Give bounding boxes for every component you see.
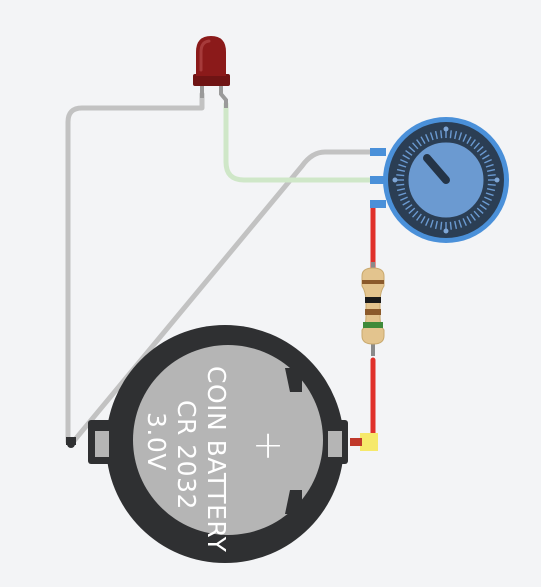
pot-dial-tick: [482, 154, 490, 160]
battery-label: COIN BATTERY CR 2032 3.0V: [142, 366, 231, 553]
resistor[interactable]: [361, 262, 385, 356]
pot-terminal-3[interactable]: [370, 200, 386, 208]
pot-dial-tick: [400, 159, 408, 164]
pot-dial-tick: [434, 220, 438, 230]
pot-dial-tick: [416, 139, 422, 147]
terminal-highlight: [360, 433, 378, 451]
pot-dial-tick: [402, 154, 410, 160]
battery-plus-icon: +: [252, 423, 284, 467]
battery-holder-clip-top: [285, 368, 302, 392]
pot-dial-tick: [454, 220, 458, 230]
resistor-band-2: [365, 297, 381, 303]
battery-holder-clip-bottom: [285, 490, 302, 514]
pot-dial-tick: [440, 221, 443, 230]
pot-screw-left: [392, 177, 398, 183]
pot-dial-tick: [429, 219, 434, 228]
pot-dial-tick: [449, 221, 452, 230]
pot-dial-tick: [420, 216, 426, 224]
pot-dial-tick: [396, 183, 405, 186]
pot-dial-tick: [429, 132, 434, 141]
pot-dial-ticks: [396, 130, 496, 230]
pot-dial-tick: [458, 132, 463, 141]
led-base: [193, 74, 230, 86]
pot-dial-tick: [487, 174, 496, 177]
led-leg-right: [219, 84, 228, 108]
pot-dial-tick: [470, 213, 476, 221]
pot-dial-tick: [462, 218, 467, 226]
pot-dial-tick: [402, 200, 410, 206]
battery-contact-negative: [95, 431, 109, 457]
pot-dial-tick: [416, 213, 422, 221]
pot-screw-right: [494, 177, 500, 183]
pot-dial-tick: [482, 200, 490, 206]
resistor-body: [361, 267, 385, 345]
pot-dial-tick: [440, 130, 443, 139]
pot-dial-tick: [470, 139, 476, 147]
pot-dial-tick: [412, 142, 419, 150]
potentiometer[interactable]: [370, 117, 509, 243]
pot-dial-tick: [396, 188, 406, 192]
pot-dial-tick: [486, 168, 496, 172]
pot-dial-tick: [434, 130, 438, 140]
pot-dial-tick: [412, 210, 419, 218]
pot-screw-top: [443, 126, 449, 132]
pot-dial-tick: [485, 192, 494, 197]
pot-knob-pointer: [423, 154, 450, 184]
wire-led-to-battery[interactable]: [65, 91, 205, 445]
wire-led-to-pot[interactable]: [223, 101, 377, 183]
pot-dial-tick: [476, 207, 484, 214]
pot-dial-tick: [396, 174, 405, 177]
pot-dial-tick: [425, 218, 430, 226]
battery-contact-positive: [328, 431, 342, 457]
battery-cell: [133, 345, 323, 535]
pot-dial-tick: [396, 168, 406, 172]
led-highlight: [199, 39, 211, 72]
pot-dial-tick: [449, 130, 452, 139]
battery-positive-terminal[interactable]: [350, 433, 378, 451]
pot-dial-tick: [408, 146, 416, 153]
battery-label-line3: 3.0V: [142, 412, 171, 471]
led[interactable]: [193, 36, 230, 108]
pot-dial-tick: [479, 150, 487, 156]
pot-dial-tick: [479, 204, 487, 210]
resistor-band-4: [363, 322, 383, 328]
terminal-pin: [350, 438, 362, 446]
pot-dial-tick: [405, 150, 413, 156]
wire-resistor-to-battery[interactable]: [359, 357, 376, 445]
pot-dial-tick: [462, 134, 467, 142]
pot-dial-tick: [398, 192, 407, 197]
wire-pot-to-battery[interactable]: [70, 149, 379, 445]
pot-dial-tick: [485, 163, 494, 168]
pot-dial-tick: [476, 146, 484, 153]
battery-label-line1: COIN BATTERY: [202, 366, 231, 553]
pot-dial-tick: [473, 210, 480, 218]
pot-dial-tick: [405, 204, 413, 210]
pot-dial-tick: [486, 188, 496, 192]
pot-dial-tick: [420, 136, 426, 144]
pot-dial-tick: [487, 183, 496, 186]
pot-dial-tick: [473, 142, 480, 150]
pot-dial-tick: [484, 196, 492, 201]
pot-dial-tick: [484, 159, 492, 164]
pot-terminal-1[interactable]: [370, 148, 386, 156]
battery-label-line2: CR 2032: [172, 400, 201, 510]
pot-dial-tick: [466, 216, 472, 224]
pot-dial-tick: [400, 196, 408, 201]
battery-negative-terminal[interactable]: [66, 437, 76, 448]
pot-dial-tick: [398, 163, 407, 168]
pot-dial-tick: [454, 130, 458, 140]
pot-dial-tick: [425, 134, 430, 142]
pot-dial-tick: [466, 136, 472, 144]
coin-battery[interactable]: COIN BATTERY CR 2032 3.0V +: [88, 325, 348, 563]
pot-dial-tick: [408, 207, 416, 214]
resistor-band-1: [362, 280, 384, 284]
pot-terminal-2[interactable]: [370, 176, 386, 184]
pot-screw-bottom: [443, 228, 449, 234]
resistor-band-3: [365, 309, 381, 315]
pot-dial-tick: [458, 219, 463, 228]
